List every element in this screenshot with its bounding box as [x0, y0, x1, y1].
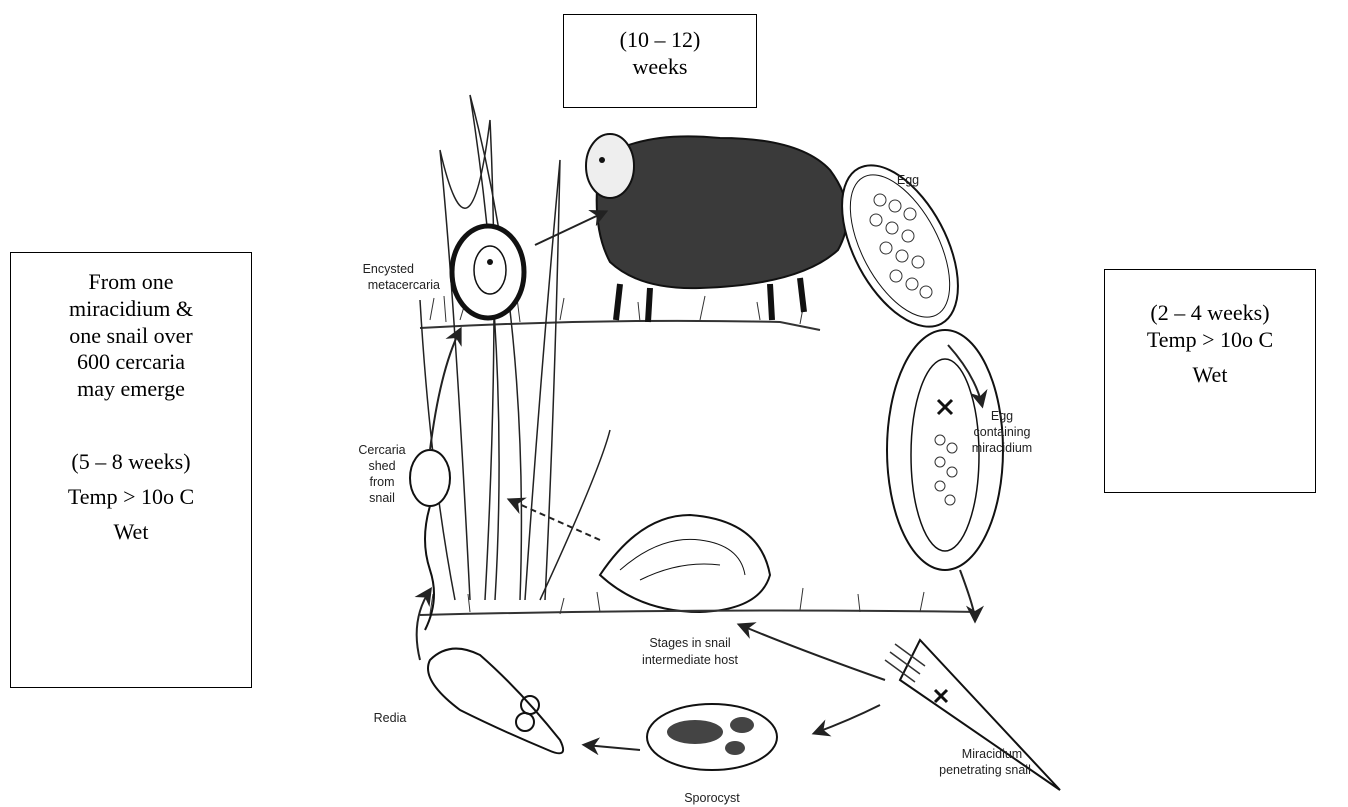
label-metacercaria-2: metacercaria [368, 278, 440, 292]
label-cercaria-3: from [370, 475, 395, 489]
grass-blades [420, 95, 610, 600]
label-miracidium-1: Miracidium [962, 747, 1022, 761]
redia-stage [428, 649, 563, 754]
label-metacercaria-1: Encysted [363, 262, 414, 276]
label-egg-miracidium-2: containing [974, 425, 1031, 439]
label-egg: Egg [897, 173, 919, 187]
sheep-definitive-host [586, 134, 847, 322]
encysted-metacercaria [452, 226, 524, 318]
label-cercaria-4: snail [369, 491, 395, 505]
label-egg-miracidium-1: Egg [991, 409, 1013, 423]
snail-intermediate-host [600, 515, 770, 612]
label-egg-miracidium-3: miracidium [972, 441, 1032, 455]
label-snail-host-2: intermediate host [642, 653, 738, 667]
label-sporocyst: Sporocyst [684, 791, 740, 805]
label-cercaria-1: Cercaria [358, 443, 405, 457]
sporocyst-stage [647, 704, 777, 770]
label-miracidium-2: penetrating snail [939, 763, 1031, 777]
label-snail-host-1: Stages in snail [649, 636, 730, 650]
label-redia: Redia [374, 711, 407, 725]
label-cercaria-2: shed [368, 459, 395, 473]
